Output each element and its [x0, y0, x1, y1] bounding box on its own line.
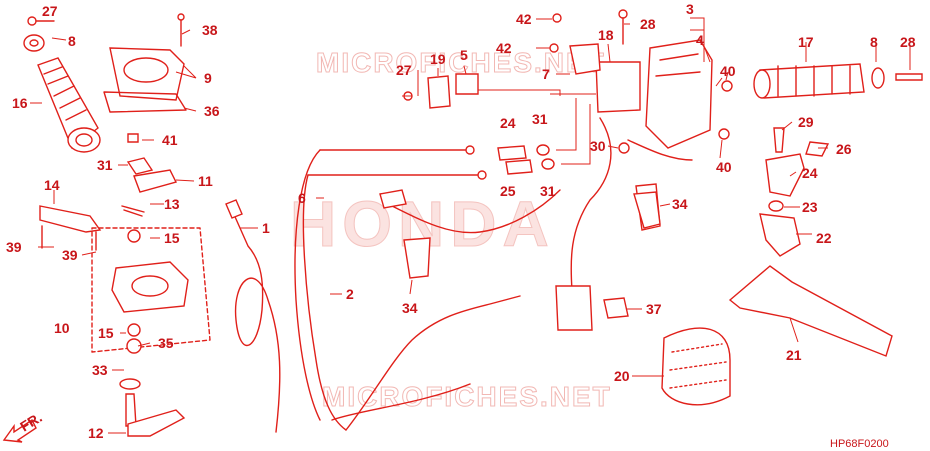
callout-15-upper: 15	[164, 230, 180, 246]
callout-27-right: 28	[900, 34, 916, 50]
callout-17: 18	[598, 27, 614, 43]
callout-7: 7	[542, 66, 550, 82]
callout-6: 6	[298, 190, 306, 206]
callout-15-lower: 15	[98, 325, 114, 341]
handlebar-switch-assembly	[403, 9, 713, 175]
callout-34-left: 34	[402, 300, 418, 316]
callout-42-lower: 42	[496, 40, 512, 56]
harness-clip	[633, 191, 661, 229]
callout-8-right: 8	[870, 34, 878, 50]
callout-13: 13	[164, 196, 180, 212]
callout-18: 19	[430, 51, 446, 67]
callout-40-lower: 40	[716, 159, 732, 175]
lever-cover	[661, 327, 731, 406]
callout-30: 30	[590, 138, 606, 154]
callout-22: 23	[802, 199, 818, 215]
callout-14: 14	[44, 177, 60, 193]
callout-9: 9	[204, 70, 212, 86]
callout-29: 29	[798, 114, 814, 130]
callout-40-upper: 40	[720, 63, 736, 79]
callout-35: 35	[158, 335, 174, 351]
callout-23: 24	[802, 165, 818, 181]
front-direction-indicator: FR.	[2, 409, 45, 443]
callout-16-right: 17	[798, 34, 814, 50]
callout-32: 31	[97, 157, 113, 173]
callout-labels: 27 8 16 38 9 36 41 31 11 14 13 15 39 39 …	[6, 1, 916, 441]
callout-38: 38	[202, 22, 218, 38]
brake-lever-assembly	[728, 127, 893, 357]
callout-21: 22	[816, 230, 832, 246]
left-grip-assembly	[23, 16, 101, 153]
callout-19: 20	[614, 368, 630, 384]
callout-3: 3	[686, 1, 694, 17]
callout-37: 37	[646, 301, 662, 317]
throttle-housing-cover	[39, 13, 187, 251]
callout-24-lower: 25	[500, 183, 516, 199]
callout-1: 1	[262, 220, 270, 236]
right-grip-assembly	[718, 63, 923, 140]
drawing-code: HP68F0200	[830, 438, 889, 450]
callout-12: 12	[88, 425, 104, 441]
callout-26: 27	[396, 62, 412, 78]
callout-4: 4	[696, 32, 704, 48]
cables	[225, 145, 521, 433]
callout-39-left: 39	[6, 239, 22, 255]
callout-31-lower: 31	[540, 183, 556, 199]
callout-25: 26	[836, 141, 852, 157]
callout-27-left: 27	[42, 3, 58, 19]
callout-42-upper: 42	[516, 11, 532, 27]
callout-36: 36	[204, 103, 220, 119]
callout-39-right: 39	[62, 247, 78, 263]
callout-2: 2	[346, 286, 354, 302]
callout-33: 33	[92, 362, 108, 378]
callout-20: 21	[786, 347, 802, 363]
callout-28: 28	[640, 16, 656, 32]
callout-5: 5	[460, 47, 468, 63]
leader-lines	[30, 17, 911, 434]
watermark-center: HONDA	[290, 188, 555, 260]
callout-10: 10	[54, 320, 70, 336]
throttle-housing	[91, 227, 211, 437]
callout-24-upper: 24	[500, 115, 516, 131]
callout-8-left: 8	[68, 33, 76, 49]
callout-16-left: 16	[12, 95, 28, 111]
callout-11: 11	[198, 173, 213, 189]
callout-34-right: 34	[672, 196, 688, 212]
callout-41: 41	[162, 132, 178, 148]
callout-31-upper: 31	[532, 111, 548, 127]
